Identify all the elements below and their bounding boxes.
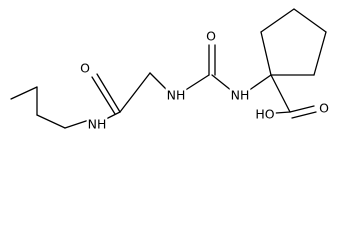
bond-carbonyl-o-1: [96, 73, 121, 113]
bond-nh-urea-carbon: [183, 74, 210, 92]
bond-ring-carboxyl: [270, 74, 291, 113]
bond-carboxyl-o-2: [291, 111, 317, 119]
atom-label-acid-oh: HO: [255, 107, 274, 122]
amide-group: [91, 72, 169, 121]
cyclopentane-ring: [260, 8, 327, 76]
ring-bond-1: [260, 31, 272, 76]
atom-label-urea-nh-left-background: [165, 86, 187, 104]
structure-diagram: O NH O NH NH HO O: [10, 8, 331, 133]
atom-label-amide-nh-background: [86, 115, 108, 133]
atom-label-amide-oxygen: O: [80, 61, 90, 76]
atom-label-acid-oxygen: O: [319, 101, 329, 116]
urea-group: [183, 43, 272, 92]
carboxylic-acid-group: [270, 74, 317, 119]
bond-carbonyl-o-2: [91, 76, 116, 115]
atom-label-urea-oxygen-background: [205, 27, 218, 45]
atom-label-amide-nh: NH: [88, 117, 107, 132]
atom-label-urea-nh-right-background: [229, 86, 251, 104]
atom-label-urea-nh-right: NH: [231, 88, 250, 103]
isobutyl-group: [10, 86, 90, 129]
bond-carboxyl-oh: [275, 111, 291, 114]
atom-label-urea-nh-left: NH: [167, 88, 186, 103]
bond-carboxyl-o-1: [289, 105, 315, 113]
ring-bond-2: [260, 8, 295, 33]
bond-carbonyl-ch2: [119, 72, 151, 113]
ring-bond-3: [293, 8, 327, 33]
atom-label-acid-oxygen-background: [318, 99, 331, 117]
bond-methyl-upper: [10, 86, 38, 100]
bond-ch-ch2: [36, 114, 66, 129]
atom-label-amide-oxygen-background: [79, 59, 92, 77]
bond-ch2-nh: [64, 119, 90, 129]
atom-label-urea-oxygen: O: [206, 29, 216, 44]
ring-bond-4: [313, 31, 327, 76]
bond-urea-carbon-nh: [211, 74, 233, 92]
atom-label-acid-oh-background: [254, 105, 276, 123]
bond-nh-ring: [247, 74, 272, 92]
bond-ch2-nh: [149, 72, 169, 92]
